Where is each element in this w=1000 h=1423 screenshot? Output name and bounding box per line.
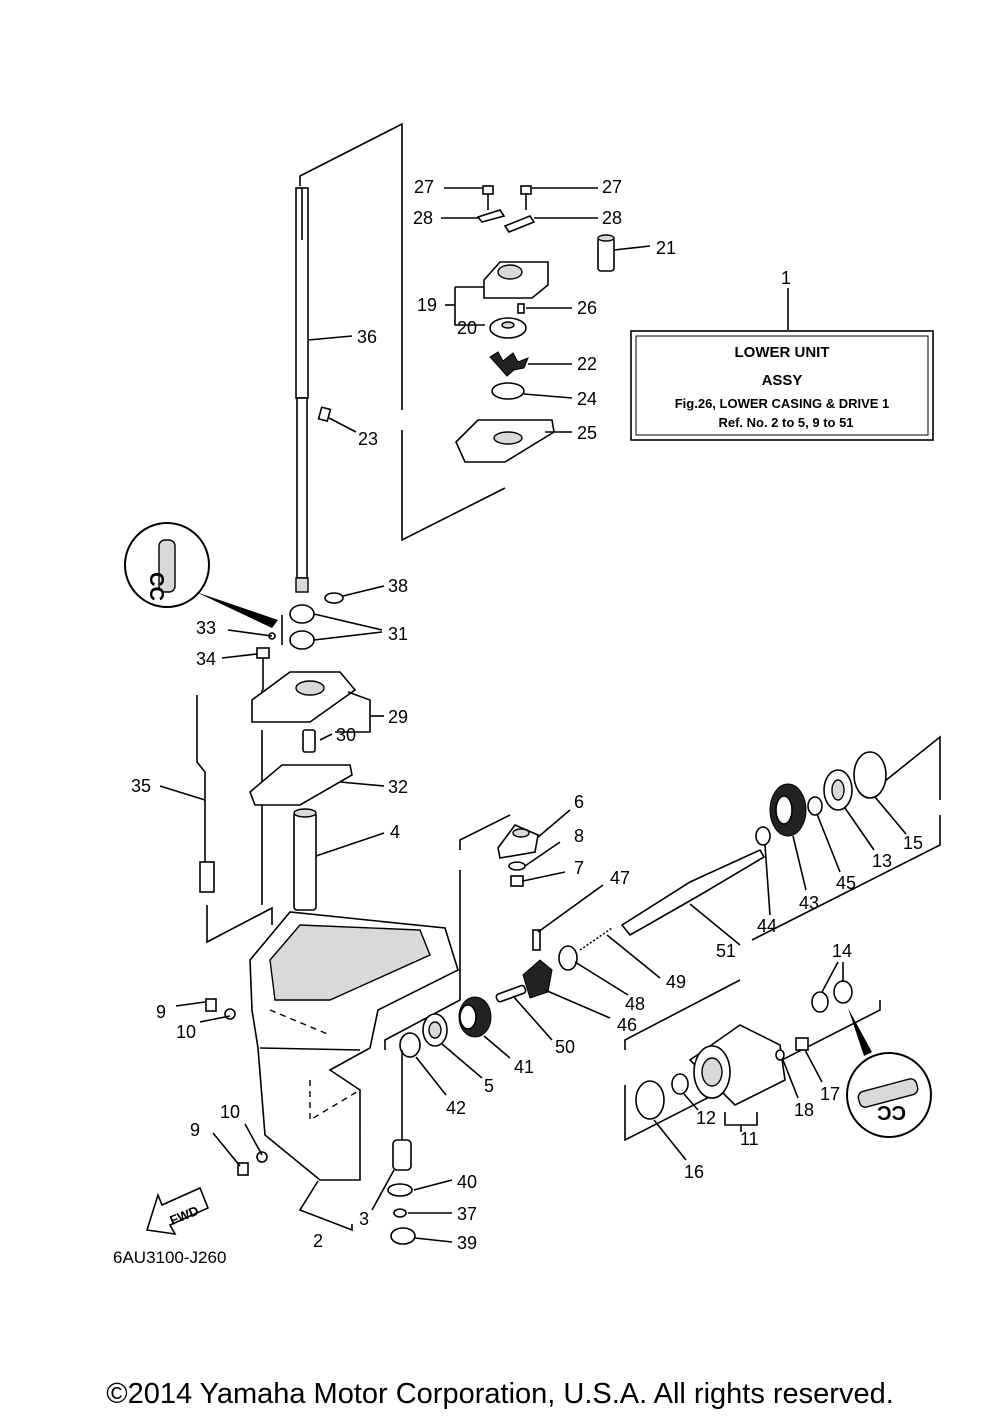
callout-29: 29 <box>388 707 408 727</box>
lower-casing <box>205 911 459 1245</box>
callout-10a: 10 <box>176 1022 196 1042</box>
callout-4: 4 <box>390 822 400 842</box>
callout-9a: 9 <box>156 1002 166 1022</box>
callout-27a: 27 <box>414 177 434 197</box>
rear-cap-parts <box>635 980 853 1120</box>
callout-26: 26 <box>577 298 597 318</box>
callout-2: 2 <box>313 1231 323 1251</box>
callout-38: 38 <box>388 576 408 596</box>
callout-36: 36 <box>357 327 377 347</box>
callout-27b: 27 <box>602 177 622 197</box>
callout-16: 16 <box>684 1162 704 1182</box>
callout-20: 20 <box>457 318 477 338</box>
fwd-arrow: FWD <box>145 1186 210 1236</box>
callout-50: 50 <box>555 1037 575 1057</box>
callout-21: 21 <box>656 238 676 258</box>
callout-35: 35 <box>131 776 151 796</box>
info-box-fig: Fig.26, LOWER CASING & DRIVE 1 <box>675 396 890 411</box>
info-box-assy: ASSY <box>762 372 803 389</box>
callout-14: 14 <box>832 941 852 961</box>
callout-23: 23 <box>358 429 378 449</box>
upper-housing-parts <box>196 604 357 911</box>
callout-24: 24 <box>577 389 597 409</box>
info-box-title: LOWER UNIT <box>735 344 830 361</box>
copyright-notice: ©2014 Yamaha Motor Corporation, U.S.A. A… <box>106 1378 894 1410</box>
leader-lines <box>159 187 907 1243</box>
callout-45: 45 <box>836 873 856 893</box>
callout-7: 7 <box>574 858 584 878</box>
callout-28b: 28 <box>602 208 622 228</box>
front-gear-parts <box>399 751 887 1058</box>
grease-symbol-lower: CC <box>846 1008 932 1138</box>
callout-34: 34 <box>196 649 216 669</box>
grease-label-lower: CC <box>877 1101 906 1123</box>
callout-19: 19 <box>417 295 437 315</box>
callout-11: 11 <box>740 1129 759 1149</box>
callout-28a: 28 <box>413 208 433 228</box>
water-pump <box>455 185 615 463</box>
callout-40: 40 <box>457 1172 477 1192</box>
callout-49: 49 <box>666 972 686 992</box>
callout-39: 39 <box>457 1233 477 1253</box>
grease-symbol-upper: CC <box>124 522 278 628</box>
callout-22: 22 <box>577 354 597 374</box>
callout-30: 30 <box>336 725 356 745</box>
info-box-ref: Ref. No. 2 to 5, 9 to 51 <box>718 415 853 430</box>
callout-37: 37 <box>457 1204 477 1224</box>
callout-1: 1 <box>781 268 791 288</box>
callout-3: 3 <box>359 1209 369 1229</box>
callout-44: 44 <box>757 916 777 936</box>
callout-8: 8 <box>574 826 584 846</box>
callout-51: 51 <box>716 941 736 961</box>
callout-6: 6 <box>574 792 584 812</box>
callout-43: 43 <box>799 893 819 913</box>
callout-41: 41 <box>514 1057 534 1077</box>
callout-32: 32 <box>388 777 408 797</box>
callout-31: 31 <box>388 624 408 644</box>
callout-18: 18 <box>794 1100 814 1120</box>
callout-10b: 10 <box>220 1102 240 1122</box>
callout-labels: 27 27 28 28 21 19 26 20 36 22 24 25 23 3… <box>131 177 923 1253</box>
callout-47: 47 <box>610 868 630 888</box>
callout-13: 13 <box>872 851 892 871</box>
group-bracket-lines <box>206 122 941 1142</box>
grease-label-upper: CC <box>145 572 167 601</box>
info-box: 1 LOWER UNIT ASSY Fig.26, LOWER CASING &… <box>630 268 934 441</box>
callout-5: 5 <box>484 1076 494 1096</box>
callout-15: 15 <box>903 833 923 853</box>
drive-shaft <box>295 187 344 604</box>
callout-42: 42 <box>446 1098 466 1118</box>
callout-9b: 9 <box>190 1120 200 1140</box>
callout-46: 46 <box>617 1015 637 1035</box>
diagram-code: 6AU3100-J260 <box>113 1248 226 1267</box>
callout-25: 25 <box>577 423 597 443</box>
callout-33: 33 <box>196 618 216 638</box>
callout-48: 48 <box>625 994 645 1014</box>
callout-17: 17 <box>820 1084 840 1104</box>
callout-12: 12 <box>696 1108 716 1128</box>
